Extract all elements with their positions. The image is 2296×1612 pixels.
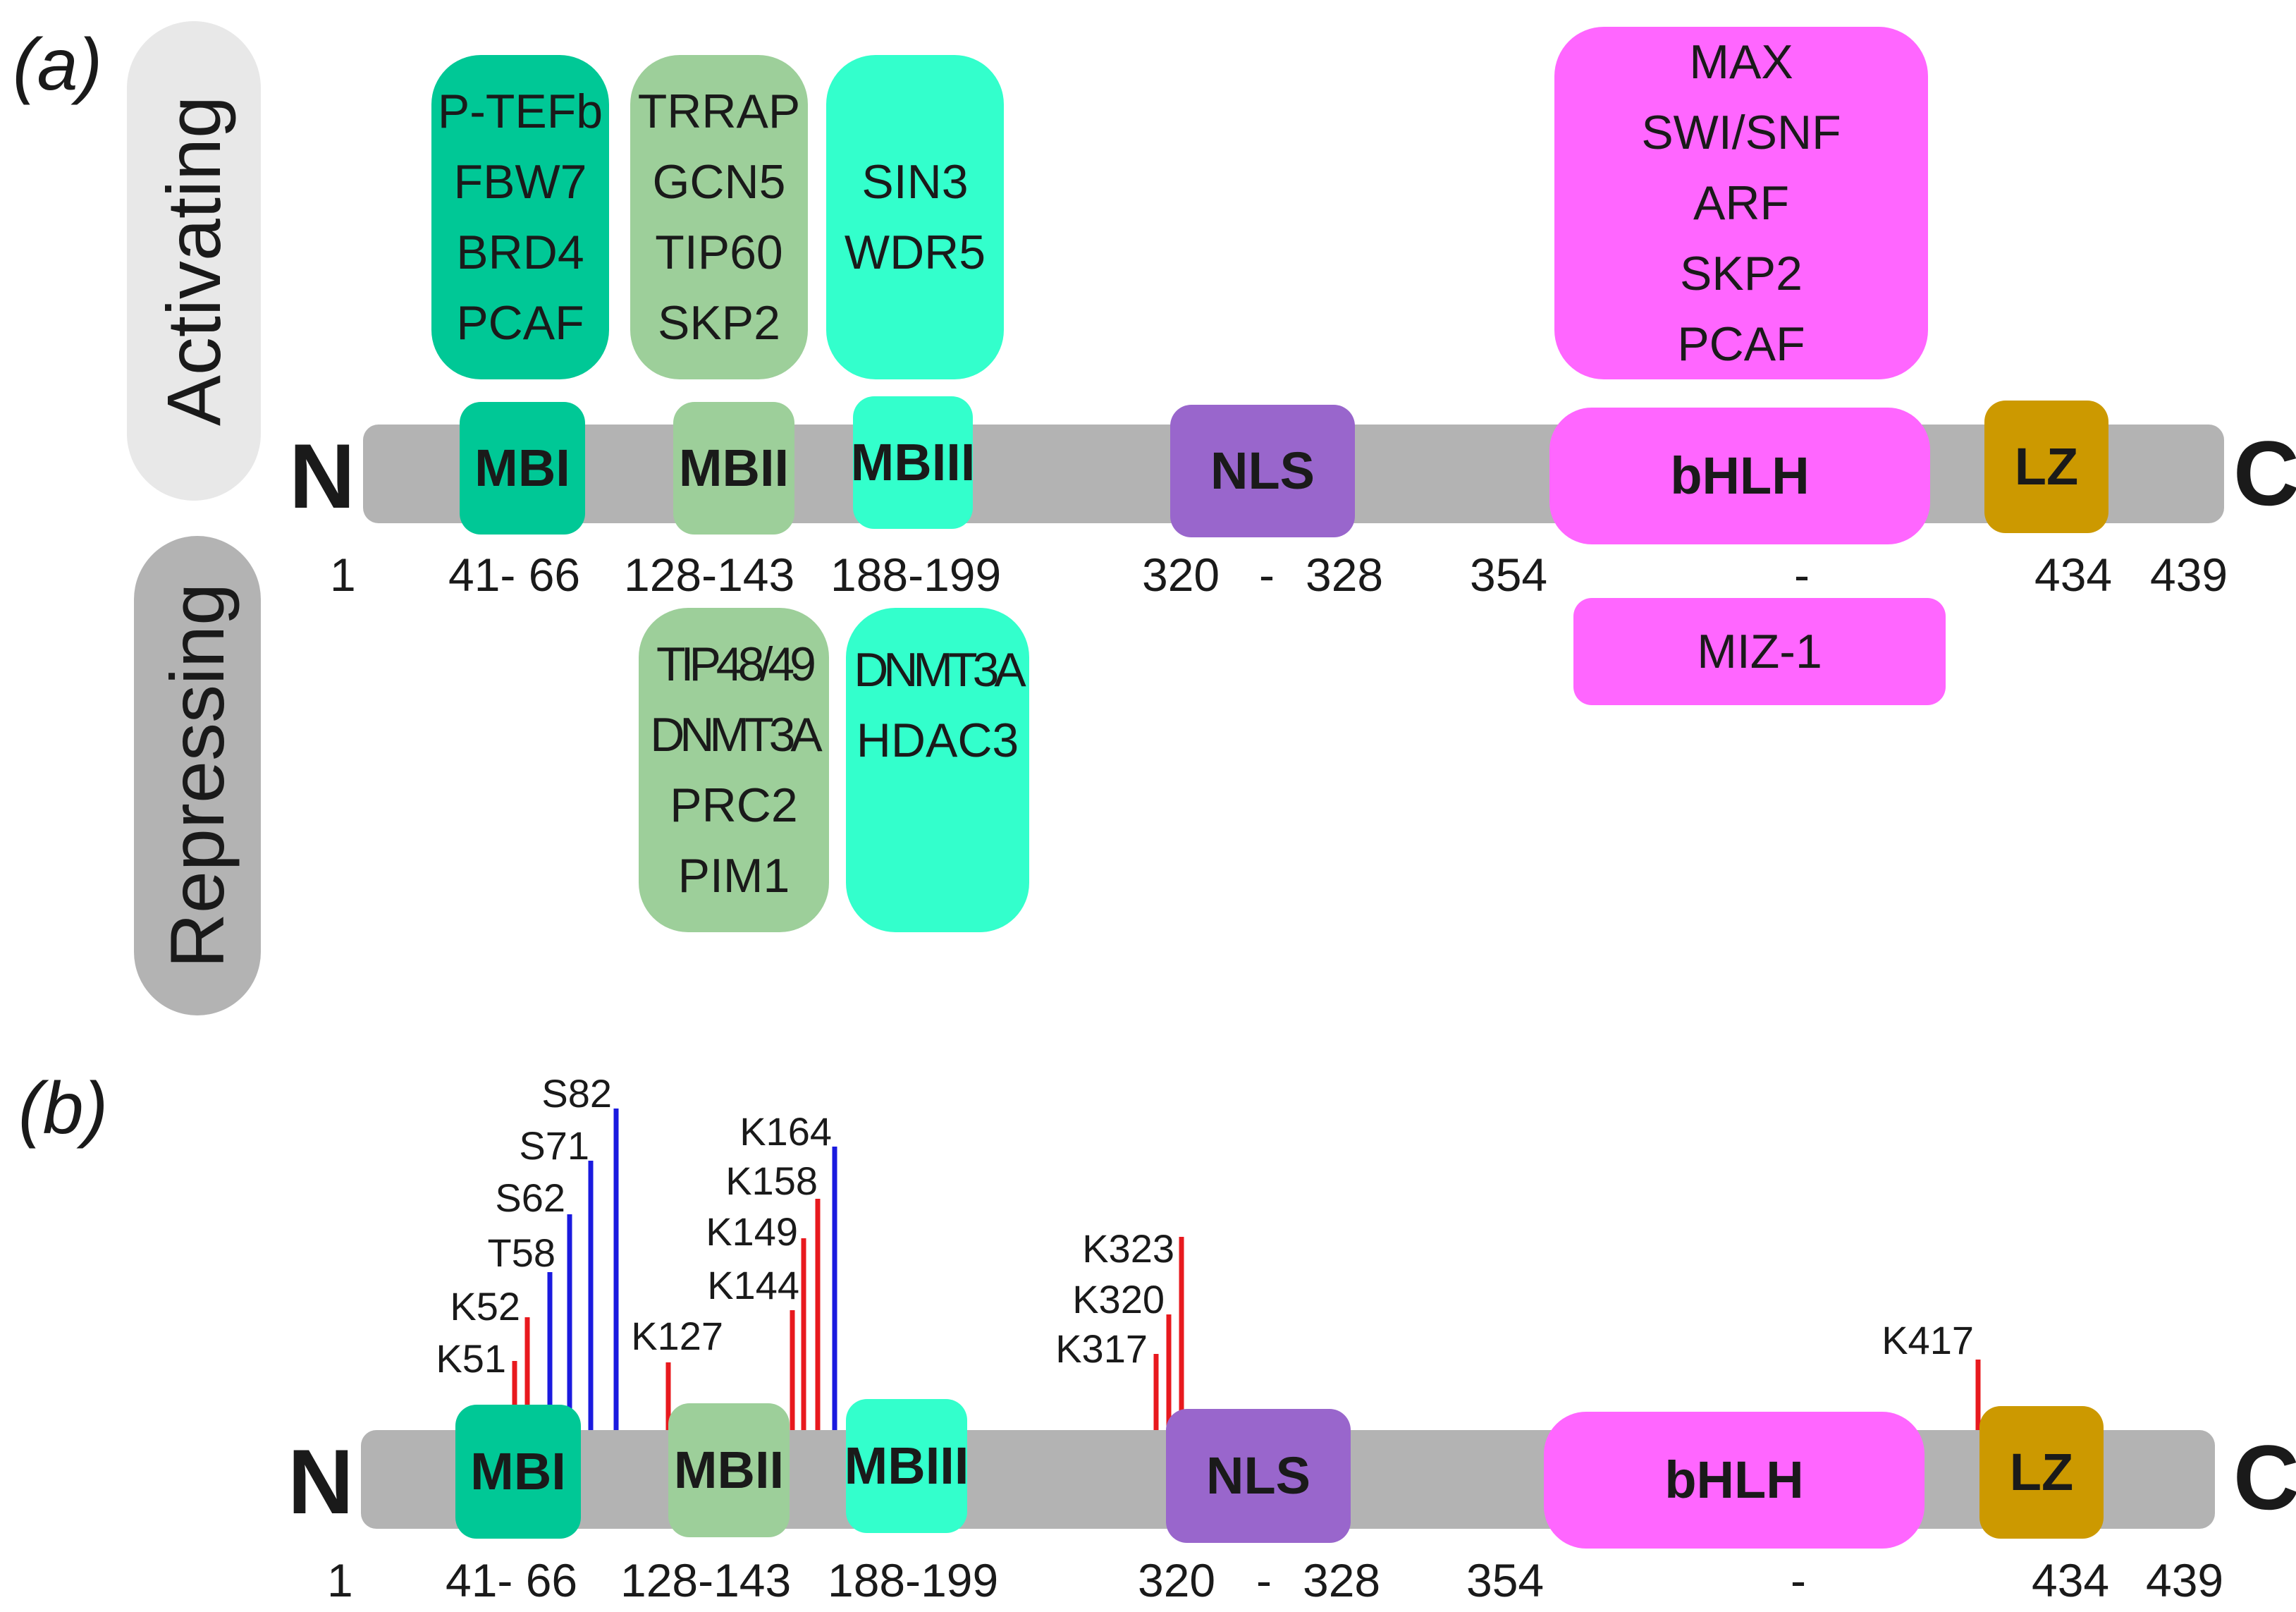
interactor: HDAC3 (856, 714, 1019, 767)
site-label-k158: K158 (725, 1159, 818, 1203)
pos-start: 1 (330, 549, 356, 601)
pos-lz-end-b: 434 (2032, 1554, 2110, 1606)
pos-mbii-range: 128-143 (624, 549, 795, 601)
interactor: WDR5 (844, 226, 986, 279)
pos-nls-start-b: 320 (1138, 1554, 1216, 1606)
c-terminus-a: C (2233, 422, 2296, 525)
n-terminus-b: N (288, 1430, 354, 1533)
n-terminus-a: N (289, 425, 355, 527)
site-label-k320: K320 (1072, 1277, 1165, 1321)
activating-mbii-interactors: TRRAP GCN5 TIP60 SKP2 (630, 55, 808, 379)
domain-bhlh-b: bHLH (1544, 1412, 1924, 1549)
pos-nls-dash: - (1259, 549, 1275, 601)
site-label-t58: T58 (488, 1231, 556, 1275)
site-label-k144: K144 (707, 1263, 799, 1307)
site-label-k417: K417 (1881, 1318, 1974, 1362)
interactor: MIZ-1 (1697, 625, 1822, 678)
activating-mbi-interactors: P-TEFb FBW7 BRD4 PCAF (431, 55, 609, 379)
interactor: P-TEFb (437, 85, 603, 138)
interactor: FBW7 (453, 155, 587, 209)
interactor: PCAF (1677, 317, 1805, 371)
interactor: TRRAP (637, 85, 801, 138)
domain-mbi-a: MBI (460, 402, 585, 535)
interactor: PRC2 (670, 778, 798, 832)
pos-mbiii-range: 188-199 (830, 549, 1002, 601)
activating-mbiii-interactors: SIN3 WDR5 (826, 55, 1004, 379)
pos-nls-dash-b: - (1256, 1554, 1272, 1606)
domain-nls-a: NLS (1170, 405, 1355, 537)
interactor: TIP60 (655, 226, 783, 279)
repressing-bhlh-interactors: MIZ-1 (1573, 598, 1946, 705)
domain-lz-a: LZ (1984, 401, 2108, 533)
pos-nls-end-b: 328 (1303, 1554, 1381, 1606)
domain-mbii-b: MBII (668, 1403, 790, 1537)
domain-bhlh-a: bHLH (1549, 408, 1930, 544)
domain-lz-b: LZ (1979, 1406, 2104, 1539)
interactor: GCN5 (652, 155, 786, 209)
panel-a-label: (a) (13, 24, 103, 106)
interactor: SIN3 (861, 155, 969, 209)
c-terminus-b: C (2233, 1426, 2296, 1529)
domain-mbiii-a: MBIII (851, 396, 975, 529)
domain-mbi-b: MBI (455, 1405, 581, 1539)
pos-mbi-range: 41- 66 (448, 549, 581, 601)
interactor: DNMT3A (854, 643, 1026, 697)
site-label-k149: K149 (706, 1209, 798, 1254)
pos-start-b: 1 (327, 1554, 353, 1606)
site-label-k127: K127 (631, 1314, 723, 1358)
panel-b-label: (b) (18, 1068, 109, 1149)
pos-end: 439 (2150, 549, 2228, 601)
domain-mbii-a: MBII (673, 402, 794, 535)
interactor: PCAF (456, 296, 584, 350)
activating-label: Activating (127, 21, 261, 501)
activating-bhlh-interactors: MAX SWI/SNF ARF SKP2 PCAF (1554, 27, 1928, 379)
site-label-k164: K164 (739, 1109, 832, 1154)
interactor: SWI/SNF (1641, 106, 1841, 159)
repressing-mbii-interactors: TIP48/49 DNMT3A PRC2 PIM1 (639, 608, 829, 932)
site-label-k317: K317 (1055, 1326, 1148, 1371)
domain-nls-b: NLS (1166, 1409, 1351, 1543)
interactor: DNMT3A (650, 708, 823, 762)
interactor: SKP2 (1680, 247, 1803, 300)
pos-mbiii-range-b: 188-199 (828, 1554, 999, 1606)
site-label-k52: K52 (450, 1284, 520, 1329)
pos-end-b: 439 (2146, 1554, 2224, 1606)
repressing-mbiii-interactors: DNMT3A HDAC3 (846, 608, 1029, 932)
site-label-k323: K323 (1082, 1226, 1174, 1271)
site-label-s62: S62 (495, 1176, 565, 1220)
interactor: TIP48/49 (656, 637, 816, 691)
site-label-s71: S71 (519, 1123, 589, 1168)
domain-mbiii-b: MBIII (845, 1399, 969, 1533)
site-label-s82: S82 (541, 1071, 612, 1116)
interactor: ARF (1693, 176, 1789, 230)
pos-bhlh-dash: - (1794, 549, 1810, 601)
pos-bhlh-start: 354 (1470, 549, 1548, 601)
repressing-label: Repressing (134, 536, 261, 1015)
site-label-k51: K51 (436, 1336, 506, 1381)
interactor: SKP2 (658, 296, 780, 350)
pos-lz-end: 434 (2034, 549, 2113, 601)
interactor: MAX (1689, 35, 1793, 89)
pos-mbii-range-b: 128-143 (620, 1554, 792, 1606)
interactor: BRD4 (456, 226, 584, 279)
pos-mbi-range-b: 41- 66 (446, 1554, 578, 1606)
pos-bhlh-start-b: 354 (1466, 1554, 1545, 1606)
pos-bhlh-dash-b: - (1791, 1554, 1806, 1606)
pos-nls-start: 320 (1142, 549, 1220, 601)
pos-nls-end: 328 (1306, 549, 1384, 601)
interactor: PIM1 (677, 849, 790, 903)
